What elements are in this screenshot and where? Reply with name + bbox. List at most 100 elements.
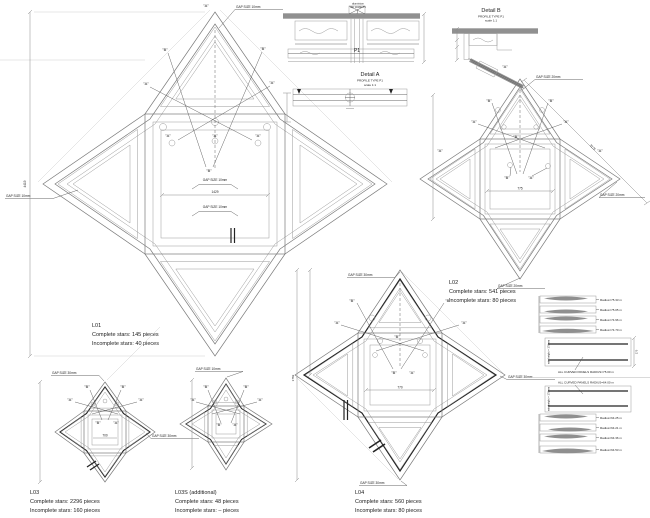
gap-size-label: GAP SIZE 30mm: [360, 481, 385, 485]
star-l03s-id: L03S (additional): [175, 490, 217, 496]
radius-label: Radius=64.25 m: [600, 416, 622, 420]
dimension-label: 3175: [589, 143, 597, 151]
star-l04-incomplete: Incomplete stars: 80 pieces: [355, 508, 422, 514]
marker-b-label: "B": [216, 422, 222, 427]
marker-a-label: "A": [502, 64, 508, 69]
joint-mark: [89, 463, 100, 471]
star-l01-incomplete: Incomplete stars: 40 pieces: [92, 341, 159, 347]
star-l02-complete: Complete stars: 541 pieces: [449, 289, 516, 295]
star-l01-complete: Complete stars: 145 pieces: [92, 332, 159, 338]
gap-size-label: GAP SIZE 20mm: [600, 193, 625, 197]
marker-a-label: "A": [138, 397, 144, 402]
radius-label: Radius=64.53 m: [600, 448, 622, 452]
marker-b-label: "B": [486, 98, 492, 103]
radius-label: Radius=74.96 m: [600, 318, 622, 322]
marker-a-label: "A": [190, 397, 196, 402]
marker-b-label: "B": [203, 384, 209, 389]
detail-a-note-line2: clip profile P1: [350, 5, 366, 9]
marker-a-label: "A": [563, 119, 569, 124]
profile-label: P1: [354, 48, 360, 54]
gap-size-label: GAP SIZE 30mm: [152, 434, 177, 438]
star-l03-incomplete: Incomplete stars: 160 pieces: [30, 508, 100, 514]
marker-a-label: "A": [203, 3, 209, 8]
marker-a-label: "A": [212, 133, 218, 138]
dimension-label: 1782: [291, 374, 295, 381]
detail-a: P1 aluminium clip profile P1 Detail A PR…: [283, 2, 427, 123]
star-l03s: "B" "B" "A" "A" "B" "A" GAP SIZE 10mm L0…: [175, 367, 273, 514]
legend-note: ALL CURVED PANELS RADIUS=64.00 m: [558, 381, 614, 385]
marker-a-label: "A": [269, 80, 275, 85]
detail-b-title: Detail B: [481, 8, 501, 14]
marker-a-label: "A": [461, 320, 467, 325]
star-l03s-incomplete: Incomplete stars: – pieces: [175, 508, 239, 514]
gap-size-label: GAP SIZE 20mm: [498, 284, 523, 288]
gap-size-label: GAP SIZE 10mm: [236, 5, 261, 9]
dimension-label: 1429: [211, 190, 218, 194]
star-l01-id: L01: [92, 323, 101, 329]
marker-a-label: "A": [528, 175, 534, 180]
marker-a-label: "A": [232, 422, 238, 427]
marker-b-label: "B": [260, 46, 266, 51]
legend-panel: Radius=75.33 m Radius=75.05 m Radius=74.…: [533, 295, 650, 454]
legend-side-label: min. height = 170mm: [547, 387, 551, 411]
marker-a-label: "A": [255, 133, 261, 138]
detail-b: Detail B PROFILE TYPE P1 scale 1:1: [452, 8, 538, 89]
radius-label: Radius=74.70 m: [600, 328, 622, 332]
marker-a-label: "A": [471, 119, 477, 124]
gap-size-label: GAP SIZE 10mm: [203, 205, 228, 209]
marker-a-label: "A": [334, 320, 340, 325]
gap-size-label: GAP SIZE 30mm: [348, 273, 373, 277]
gap-size-label: GAP SIZE 10mm: [6, 194, 31, 198]
star-l04-id: L04: [355, 490, 364, 496]
marker-b-label: "B": [548, 98, 554, 103]
dimension-label: 770: [397, 386, 403, 390]
marker-b-label: "B": [206, 168, 212, 173]
star-l02-id: L02: [449, 280, 458, 286]
marker-b-label: "B": [243, 384, 249, 389]
detail-a-note-line1: aluminium: [352, 2, 364, 6]
gap-size-label: GAP SIZE 10mm: [203, 178, 228, 182]
marker-b-label: "B": [95, 420, 101, 425]
radius-label: Radius=75.33 m: [600, 298, 622, 302]
arrow-marker: [297, 89, 301, 94]
marker-a-label: "A": [165, 133, 171, 138]
dimension-label: 170: [635, 349, 639, 354]
gap-size-label: GAP SIZE 20mm: [536, 75, 561, 79]
marker-a-label: "A": [113, 420, 119, 425]
gap-size-label: GAP SIZE 30mm: [52, 371, 77, 375]
radius-label: Radius=75.05 m: [600, 308, 622, 312]
marker-b-label: "B": [349, 298, 355, 303]
marker-b-label: "B": [162, 47, 168, 52]
detail-a-subtitle: PROFILE TYPE P1: [357, 79, 383, 83]
marker-a-label: "A": [597, 148, 603, 153]
star-l03-complete: Complete stars: 2296 pieces: [30, 499, 100, 505]
radius-label: Radius=64.36 m: [600, 436, 622, 440]
star-l02: 3175 "A" "B" "B" "A" "A" "A" "A" "B" "B"…: [419, 64, 650, 304]
legend-side-label: min. height = 170mm: [547, 340, 551, 364]
star-l03: 700 "B" "B" "A" "A" "B" "A" GAP SIZE 30m…: [30, 326, 199, 514]
dimension-label: 4419: [23, 180, 27, 187]
star-l03-id: L03: [30, 490, 39, 496]
marker-b-label: "B": [513, 134, 519, 139]
star-l04: 1782 770 "B" "B" "A" "A" "B" "B" "A" GAP…: [291, 267, 555, 514]
marker-b-label: "B": [445, 298, 451, 303]
star-l02-incomplete: Incomplete stars: 80 pieces: [449, 298, 516, 304]
marker-b-label: "B": [504, 175, 510, 180]
star-l01: "A" "B" "B" "A" "A" "A" "A" "A" "B" GAP …: [0, 3, 393, 359]
radius-label: Radius=64.21 m: [600, 426, 622, 430]
marker-a-label: "A": [409, 370, 415, 375]
detail-a-scale: scale 1:1: [364, 83, 376, 87]
star-l03s-complete: Complete stars: 48 pieces: [175, 499, 239, 505]
gap-size-label: GAP SIZE 10mm: [196, 367, 221, 371]
marker-a-label: "A": [437, 148, 443, 153]
arrow-marker: [389, 89, 393, 94]
marker-b-label: "B": [391, 370, 397, 375]
detail-a-title: Detail A: [361, 72, 380, 78]
marker-a-label: "A": [257, 397, 263, 402]
marker-a-label: "A": [143, 81, 149, 86]
marker-a-label: "A": [67, 397, 73, 402]
marker-b-label: "B": [394, 334, 400, 339]
marker-b-label: "B": [84, 384, 90, 389]
